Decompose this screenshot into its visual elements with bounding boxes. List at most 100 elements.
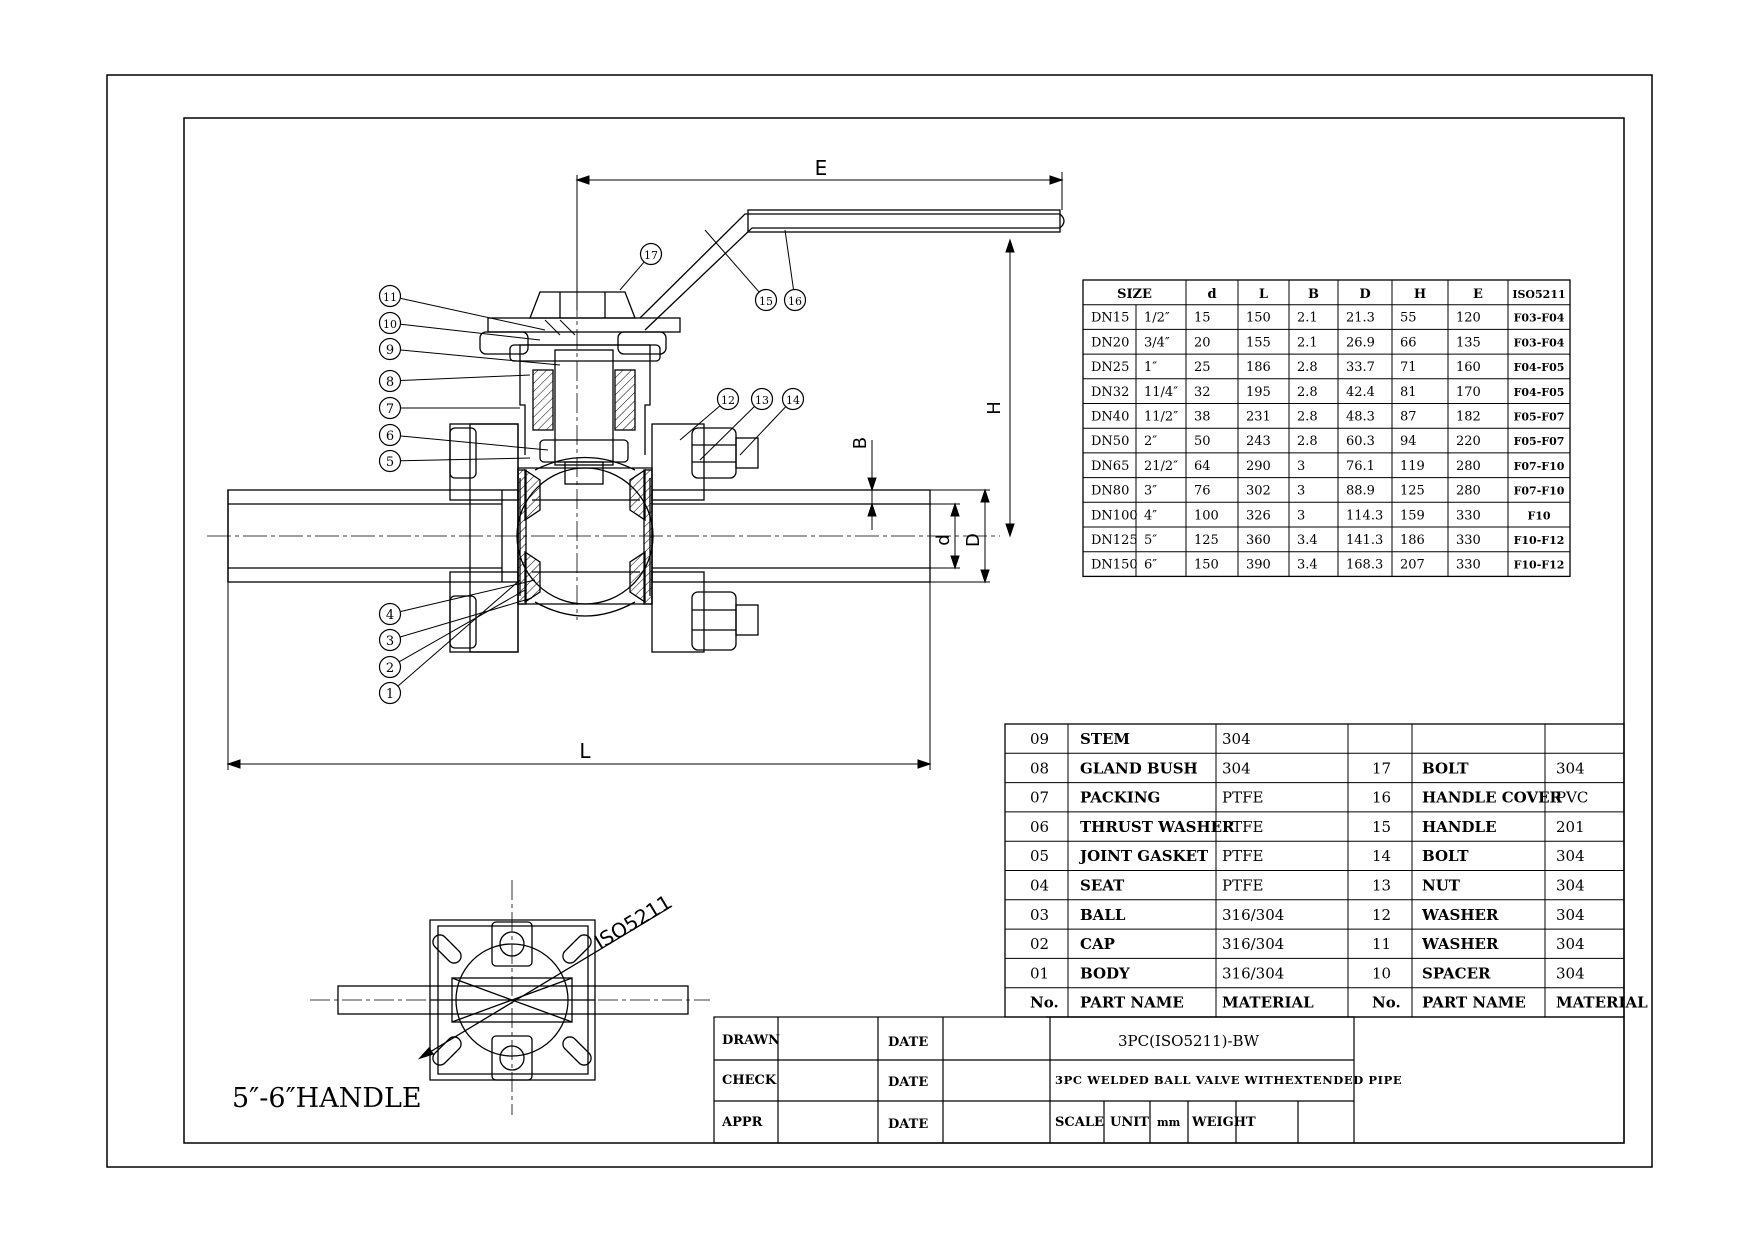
dim-table-cell: 100: [1194, 508, 1219, 523]
parts-table-cell: PVC: [1556, 789, 1588, 807]
dim-table-cell: F05-F07: [1514, 411, 1565, 424]
balloon-circle: [716, 387, 740, 411]
parts-table-cell: 15: [1372, 818, 1391, 836]
balloon-leader: [400, 323, 541, 341]
valve-section-view: [207, 209, 1065, 653]
balloon-circle: [378, 681, 402, 705]
balloon-leader: [619, 262, 645, 291]
parts-table-cell: 304: [1222, 730, 1251, 748]
parts-table-cell: 02: [1030, 935, 1049, 953]
title-date-label-2: DATE: [888, 1075, 928, 1090]
dim-table-header: D: [1359, 287, 1370, 302]
balloon-number: 5: [386, 455, 394, 470]
dim-table-cell: 330: [1456, 533, 1481, 548]
balloon-leader: [679, 405, 720, 441]
dim-table-cell: 11/2″: [1144, 410, 1178, 425]
parts-table-cell: 316/304: [1222, 964, 1284, 982]
balloon-number: 8: [386, 375, 394, 390]
dim-table-cell: 390: [1246, 558, 1271, 573]
dim-table-cell: 220: [1456, 434, 1481, 449]
balloon-circle: [378, 369, 402, 393]
balloon-number: 2: [386, 661, 394, 676]
balloon-circle: [750, 387, 774, 411]
parts-table-cell: 304: [1556, 935, 1585, 953]
dim-table-cell: 280: [1456, 459, 1481, 474]
dim-table-header: d: [1207, 287, 1216, 302]
dim-table-cell: 195: [1246, 385, 1271, 400]
dim-table-cell: F07-F10: [1514, 460, 1565, 473]
dim-table-cell: 87: [1400, 410, 1417, 425]
dim-table-cell: 60.3: [1346, 434, 1375, 449]
dim-label-B: B: [850, 437, 871, 449]
dim-table-cell: 21/2″: [1144, 459, 1178, 474]
dim-table-cell: 48.3: [1346, 410, 1375, 425]
iso5211-label: ISO5211: [590, 890, 675, 954]
parts-table-cell: PART NAME: [1422, 994, 1526, 1012]
parts-table-cell: 12: [1372, 906, 1391, 924]
dim-table-cell: 2.8: [1297, 360, 1318, 375]
parts-table-cell: 04: [1030, 877, 1049, 895]
parts-table-cell: BOLT: [1422, 759, 1469, 777]
dim-table-cell: 114.3: [1346, 508, 1383, 523]
dim-table-cell: 76: [1194, 484, 1211, 499]
dim-label-H: H: [984, 401, 1005, 415]
balloon-leader: [400, 597, 533, 638]
title-check-label: CHECK: [722, 1073, 777, 1088]
dim-table-cell: F10: [1527, 509, 1550, 522]
parts-table-cell: 05: [1030, 847, 1049, 865]
dim-table-cell: 94: [1400, 434, 1417, 449]
balloon-circle: [378, 284, 402, 308]
parts-table-cell: BALL: [1080, 906, 1126, 924]
balloon-leader: [397, 579, 521, 687]
title-appr-label: APPR: [721, 1115, 763, 1130]
dim-table-cell: 3: [1297, 459, 1305, 474]
parts-table-cell: BOLT: [1422, 847, 1469, 865]
parts-table-cell: No.: [1372, 994, 1401, 1012]
balloon-number: 4: [386, 608, 394, 623]
dim-table-cell: DN80: [1091, 484, 1129, 499]
dim-table-cell: 26.9: [1346, 335, 1375, 350]
dim-table-cell: 88.9: [1346, 484, 1375, 499]
dim-table-cell: DN25: [1091, 360, 1129, 375]
parts-table-cell: 316/304: [1222, 935, 1284, 953]
dim-table-cell: 55: [1400, 311, 1417, 326]
dim-table-cell: 50: [1194, 434, 1211, 449]
parts-table-cell: 13: [1372, 877, 1391, 895]
dim-table-cell: 2.8: [1297, 410, 1318, 425]
dim-table-header: B: [1308, 287, 1319, 302]
title-weight-label: WEIGHT: [1191, 1115, 1256, 1130]
handle-size-note: 5″-6″HANDLE: [232, 1083, 422, 1114]
dim-table-cell: 186: [1246, 360, 1271, 375]
dim-table-cell: DN15: [1091, 311, 1129, 326]
dim-table-cell: 3.4: [1297, 533, 1318, 548]
title-date-label-3: DATE: [888, 1117, 928, 1132]
parts-table-cell: HANDLE COVER: [1422, 789, 1563, 807]
parts-table-cell: 201: [1556, 818, 1585, 836]
dim-table-header: SIZE: [1117, 287, 1152, 302]
dim-table-cell: F10-F12: [1514, 559, 1565, 572]
dim-table-cell: 141.3: [1346, 533, 1383, 548]
parts-table-cell: 14: [1372, 847, 1391, 865]
valve-end-view: [310, 880, 710, 1115]
balloon-leader: [400, 374, 531, 382]
parts-table-cell: 304: [1222, 759, 1251, 777]
balloon-leader: [400, 579, 536, 612]
dim-table-cell: 11/4″: [1144, 385, 1178, 400]
dim-table-cell: 2.8: [1297, 385, 1318, 400]
dim-table-header: L: [1259, 287, 1268, 302]
dim-table-cell: 150: [1246, 311, 1271, 326]
dim-table-cell: 3.4: [1297, 558, 1318, 573]
title-unit-value: mm: [1157, 1116, 1181, 1129]
dim-table-cell: 3/4″: [1144, 335, 1170, 350]
dim-table-cell: 326: [1246, 508, 1271, 523]
parts-table-cell: CAP: [1080, 935, 1115, 953]
parts-table-cell: WASHER: [1421, 906, 1499, 924]
dim-table-cell: F10-F12: [1514, 534, 1565, 547]
parts-table-cell: SPACER: [1422, 964, 1491, 982]
dim-table-cell: 150: [1194, 558, 1219, 573]
balloon-circle: [378, 311, 402, 335]
dimension-lines: [226, 172, 1064, 770]
balloon-number: 13: [755, 394, 769, 407]
